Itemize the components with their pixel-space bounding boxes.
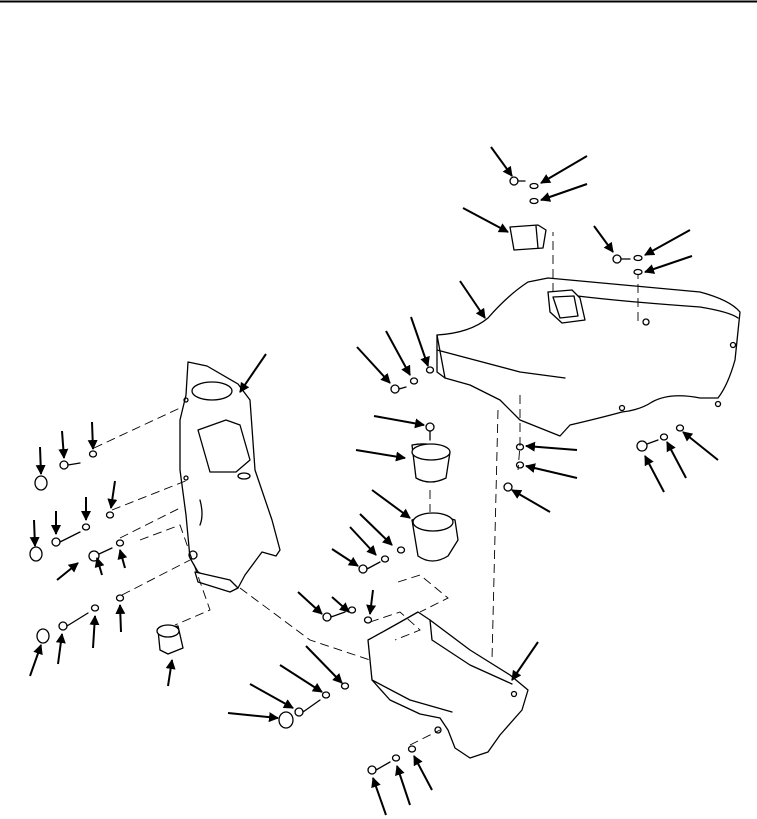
callout-arrow [29, 644, 43, 677]
callout-arrow [56, 562, 79, 581]
callout-arrow [239, 353, 267, 393]
callout-arrow [117, 549, 128, 569]
callout-arrow [540, 183, 588, 202]
callout-arrow [89, 615, 100, 649]
callout-arrow [593, 225, 614, 253]
callout-arrow [395, 765, 411, 806]
cup-holder-upper [411, 422, 451, 483]
grommet-part [156, 624, 184, 655]
callout-arrow [35, 446, 46, 475]
callout-arrow [525, 463, 578, 479]
callout-arrow [297, 591, 323, 615]
callout-arrow [413, 755, 433, 791]
callout-arrow [165, 659, 176, 687]
callout-arrow [58, 430, 69, 459]
callout-arrow [331, 596, 350, 613]
callout-arrow [644, 229, 691, 256]
callout-arrow [540, 155, 588, 184]
callout-arrow [359, 513, 393, 546]
lower-trim-panel [367, 611, 529, 759]
callout-arrow [459, 280, 486, 319]
callout-arrow [371, 489, 411, 519]
callout-arrow [115, 604, 126, 633]
callout-arrow [385, 330, 411, 376]
callout-arrow [373, 415, 425, 429]
callout-arrow [249, 683, 294, 709]
cup-holder-lower [411, 512, 459, 562]
callout-arrow [279, 664, 323, 693]
callout-arrow [462, 207, 509, 233]
top-fasteners [390, 176, 643, 394]
callout-arrow [511, 489, 551, 513]
callout-arrow [331, 548, 359, 567]
left-fasteners [29, 450, 125, 644]
callout-arrow [490, 146, 513, 177]
callout-arrow [355, 449, 406, 462]
callout-arrow [410, 316, 430, 367]
callout-arrow [525, 441, 578, 452]
callout-arrow [305, 645, 343, 684]
assembly-lines [93, 395, 521, 746]
callout-arrow [227, 712, 279, 723]
callout-arrow [371, 777, 387, 816]
callout-arrow [682, 431, 719, 461]
callout-arrow [94, 557, 105, 576]
bracket-plate [509, 224, 547, 251]
upper-trim-panel [436, 232, 741, 437]
callout-arrow [666, 441, 687, 479]
callout-arrow [356, 346, 391, 384]
callout-arrow [644, 255, 693, 274]
callout-arrow [55, 633, 66, 665]
callout-arrow [29, 519, 40, 547]
callout-arrow [366, 589, 377, 615]
callout-arrow [107, 480, 118, 509]
callout-arrow [511, 641, 539, 681]
left-console-panel [179, 361, 281, 593]
callout-arrow [87, 421, 98, 450]
center-fasteners [278, 424, 685, 775]
callout-arrow [644, 455, 665, 493]
callout-arrows [29, 146, 719, 816]
callout-arrow [349, 526, 377, 556]
